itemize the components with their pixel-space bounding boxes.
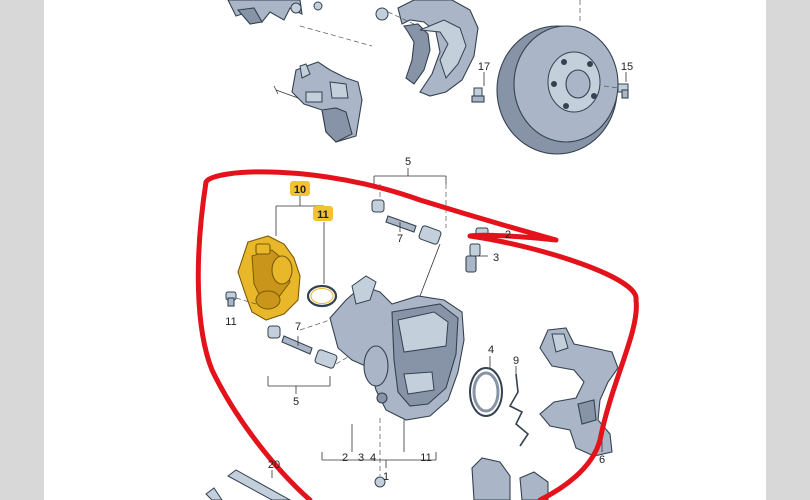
annotation-loop (195, 169, 639, 500)
bolt-head-top (375, 7, 389, 21)
badge-10 (290, 181, 310, 196)
guide-bolt-top (371, 199, 442, 245)
dust-shield (397, 0, 479, 97)
brake-disc (496, 25, 619, 155)
callout-5-bracket-top (373, 168, 447, 184)
callout-label-highlighted: 11 (317, 209, 329, 221)
brake-caliper (329, 275, 465, 421)
callout-label: 20 (268, 459, 280, 471)
top-bracket-part (227, 0, 323, 25)
callout-label: 5 (405, 156, 411, 168)
callout-label: 1 (383, 471, 389, 483)
callout-label: 11 (420, 452, 431, 464)
parking-brake-motor (237, 235, 301, 321)
callout-label: 11 (225, 316, 236, 328)
callout-label: 17 (478, 61, 490, 73)
piston-seal (469, 367, 503, 417)
callout-1-bracket (321, 420, 437, 468)
bleeder-screw (374, 476, 386, 488)
callout-label: 7 (397, 233, 403, 245)
badge-11 (313, 206, 333, 221)
part-20 (205, 469, 292, 500)
callout-label: 9 (513, 355, 519, 367)
callout-label-highlighted: 10 (294, 184, 306, 196)
callout-label: 3 (493, 252, 499, 264)
right-margin-bar (766, 0, 810, 500)
upper-caliper-part (273, 61, 363, 143)
o-ring-inner (310, 288, 334, 304)
callout-label: 2 (505, 229, 511, 241)
callout-label: 7 (295, 321, 301, 333)
bolt-15 (617, 72, 629, 99)
left-margin-bar (0, 0, 44, 500)
callout-label: 6 (599, 454, 605, 466)
brake-pads (471, 457, 549, 500)
callout-label: 15 (621, 61, 633, 73)
callout-label: 2 (342, 452, 348, 464)
spring-clip (508, 373, 530, 447)
caliper-carrier (539, 327, 619, 457)
callout-label: 5 (293, 396, 299, 408)
callout-label: 3 (358, 452, 364, 464)
callout-label: 4 (488, 344, 494, 356)
pin-3 (465, 243, 488, 273)
guide-bolt-bottom (267, 325, 338, 369)
bolt-17 (471, 72, 485, 103)
o-ring (306, 284, 338, 308)
bolt-11 (225, 291, 237, 307)
callout-label: 4 (370, 452, 376, 464)
callout-5-bracket-bottom (267, 376, 331, 394)
